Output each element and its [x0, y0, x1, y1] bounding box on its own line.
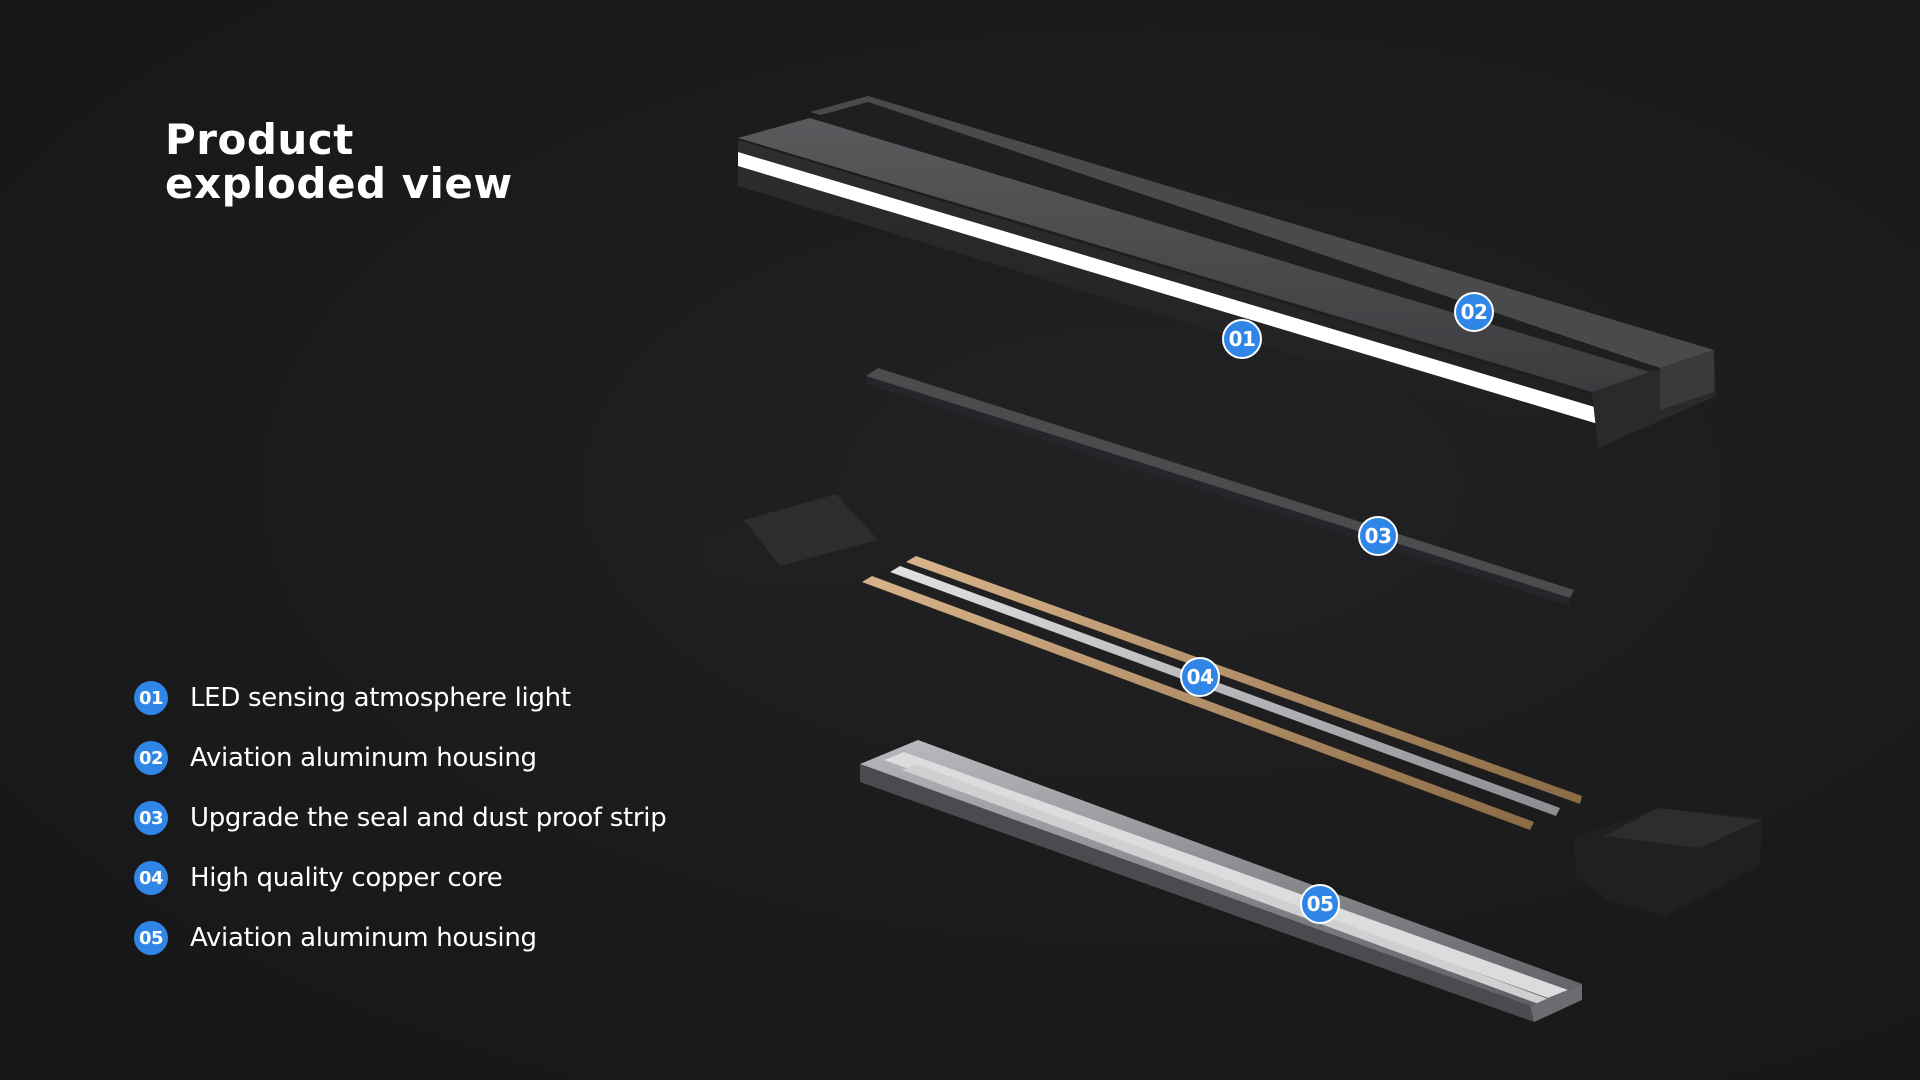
callout-03: 03 [1358, 516, 1398, 556]
end-connector-left-face [744, 494, 878, 566]
seal-strip-side [866, 376, 1570, 606]
legend-badge-02: 02 [134, 741, 168, 775]
title-line-2: exploded view [165, 159, 513, 208]
legend-label-04: High quality copper core [190, 863, 503, 893]
title-line-1: Product [165, 115, 354, 164]
housing-front-top-face [738, 118, 1650, 392]
parts-legend: 01 LED sensing atmosphere light 02 Aviat… [134, 680, 667, 980]
legend-badge-01: 01 [134, 681, 168, 715]
rail-end [1530, 984, 1582, 1022]
copper-bar-upper [906, 556, 1582, 804]
housing-end-profile [1660, 350, 1714, 410]
rail-channel-2 [902, 764, 1556, 1006]
legend-label-02: Aviation aluminum housing [190, 743, 537, 773]
legend-label-05: Aviation aluminum housing [190, 923, 537, 953]
silver-bar-middle [890, 566, 1560, 816]
legend-label-01: LED sensing atmosphere light [190, 683, 571, 713]
legend-item-05: 05 Aviation aluminum housing [134, 920, 666, 956]
rail-channel-1 [884, 752, 1568, 998]
legend-label-03: Upgrade the seal and dust proof strip [190, 803, 667, 833]
callout-02: 02 [1454, 292, 1494, 332]
legend-badge-03: 03 [134, 801, 168, 835]
callout-05: 05 [1300, 884, 1340, 924]
part-copper-core [702, 494, 1762, 916]
end-connector-right-face [1604, 808, 1760, 848]
page-title: Product exploded view [165, 118, 513, 206]
legend-badge-05: 05 [134, 921, 168, 955]
callout-01: 01 [1222, 319, 1262, 359]
part-aluminum-rail [860, 740, 1582, 1022]
legend-badge-04: 04 [134, 861, 168, 895]
housing-groove [810, 102, 1660, 372]
led-light-strip [738, 152, 1598, 424]
legend-item-04: 04 High quality copper core [134, 860, 666, 896]
rail-side-face [860, 764, 1534, 1022]
callout-04: 04 [1180, 657, 1220, 697]
legend-item-02: 02 Aviation aluminum housing [134, 740, 666, 776]
copper-bar-lower [862, 576, 1534, 830]
legend-item-01: 01 LED sensing atmosphere light [134, 680, 666, 716]
legend-item-03: 03 Upgrade the seal and dust proof strip [134, 800, 667, 836]
part-housing-top [738, 96, 1716, 448]
